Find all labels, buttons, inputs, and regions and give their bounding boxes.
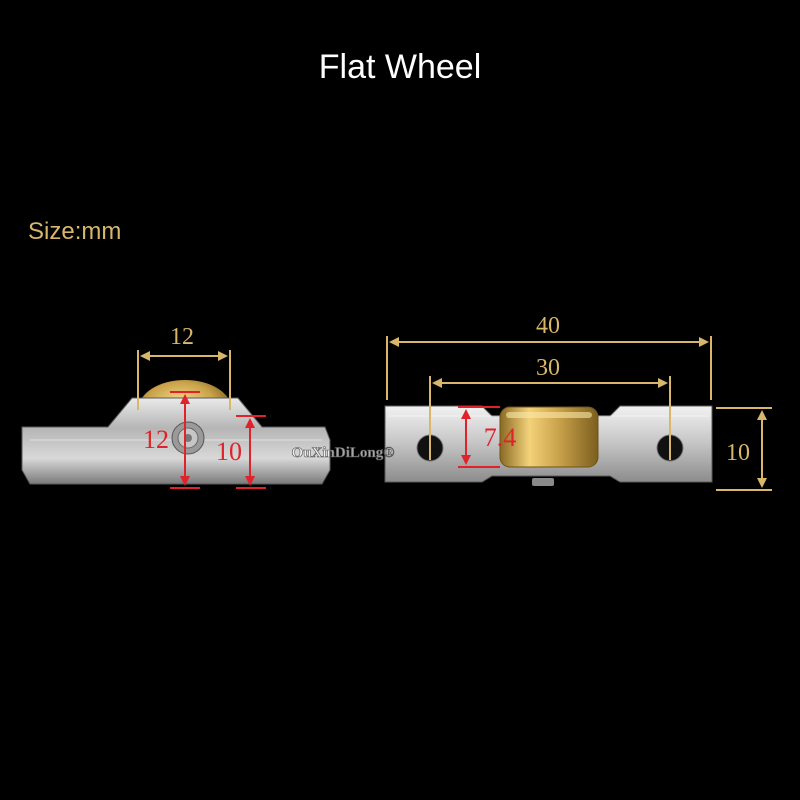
page-title: Flat Wheel: [318, 48, 482, 86]
dimension-side-wheel-width: [137, 350, 231, 410]
side-body-height-label: 10: [216, 437, 242, 466]
watermark: OuXinDiLong®: [292, 445, 395, 461]
rivet-icon: [171, 421, 205, 455]
top-wheel-width-label: 7.4: [484, 423, 517, 452]
top-hole-spacing-label: 30: [536, 355, 560, 381]
dimension-side-body-height: [236, 415, 266, 489]
side-wheel-width-label: 12: [170, 324, 194, 350]
dimension-top-wheel-width: [458, 406, 500, 468]
top-view-wheel: [499, 406, 599, 468]
axle-slot: [532, 478, 554, 486]
side-wheel-height-label: 12: [143, 425, 169, 454]
dimension-top-overall-length: [386, 336, 712, 400]
dimension-side-wheel-height: [170, 391, 200, 489]
dimension-top-body-width: [716, 407, 772, 491]
top-body-width-label: 10: [726, 440, 750, 466]
size-unit-label: Size:mm: [28, 218, 122, 245]
dimension-top-hole-spacing: [429, 376, 671, 460]
top-overall-length-label: 40: [536, 313, 560, 339]
